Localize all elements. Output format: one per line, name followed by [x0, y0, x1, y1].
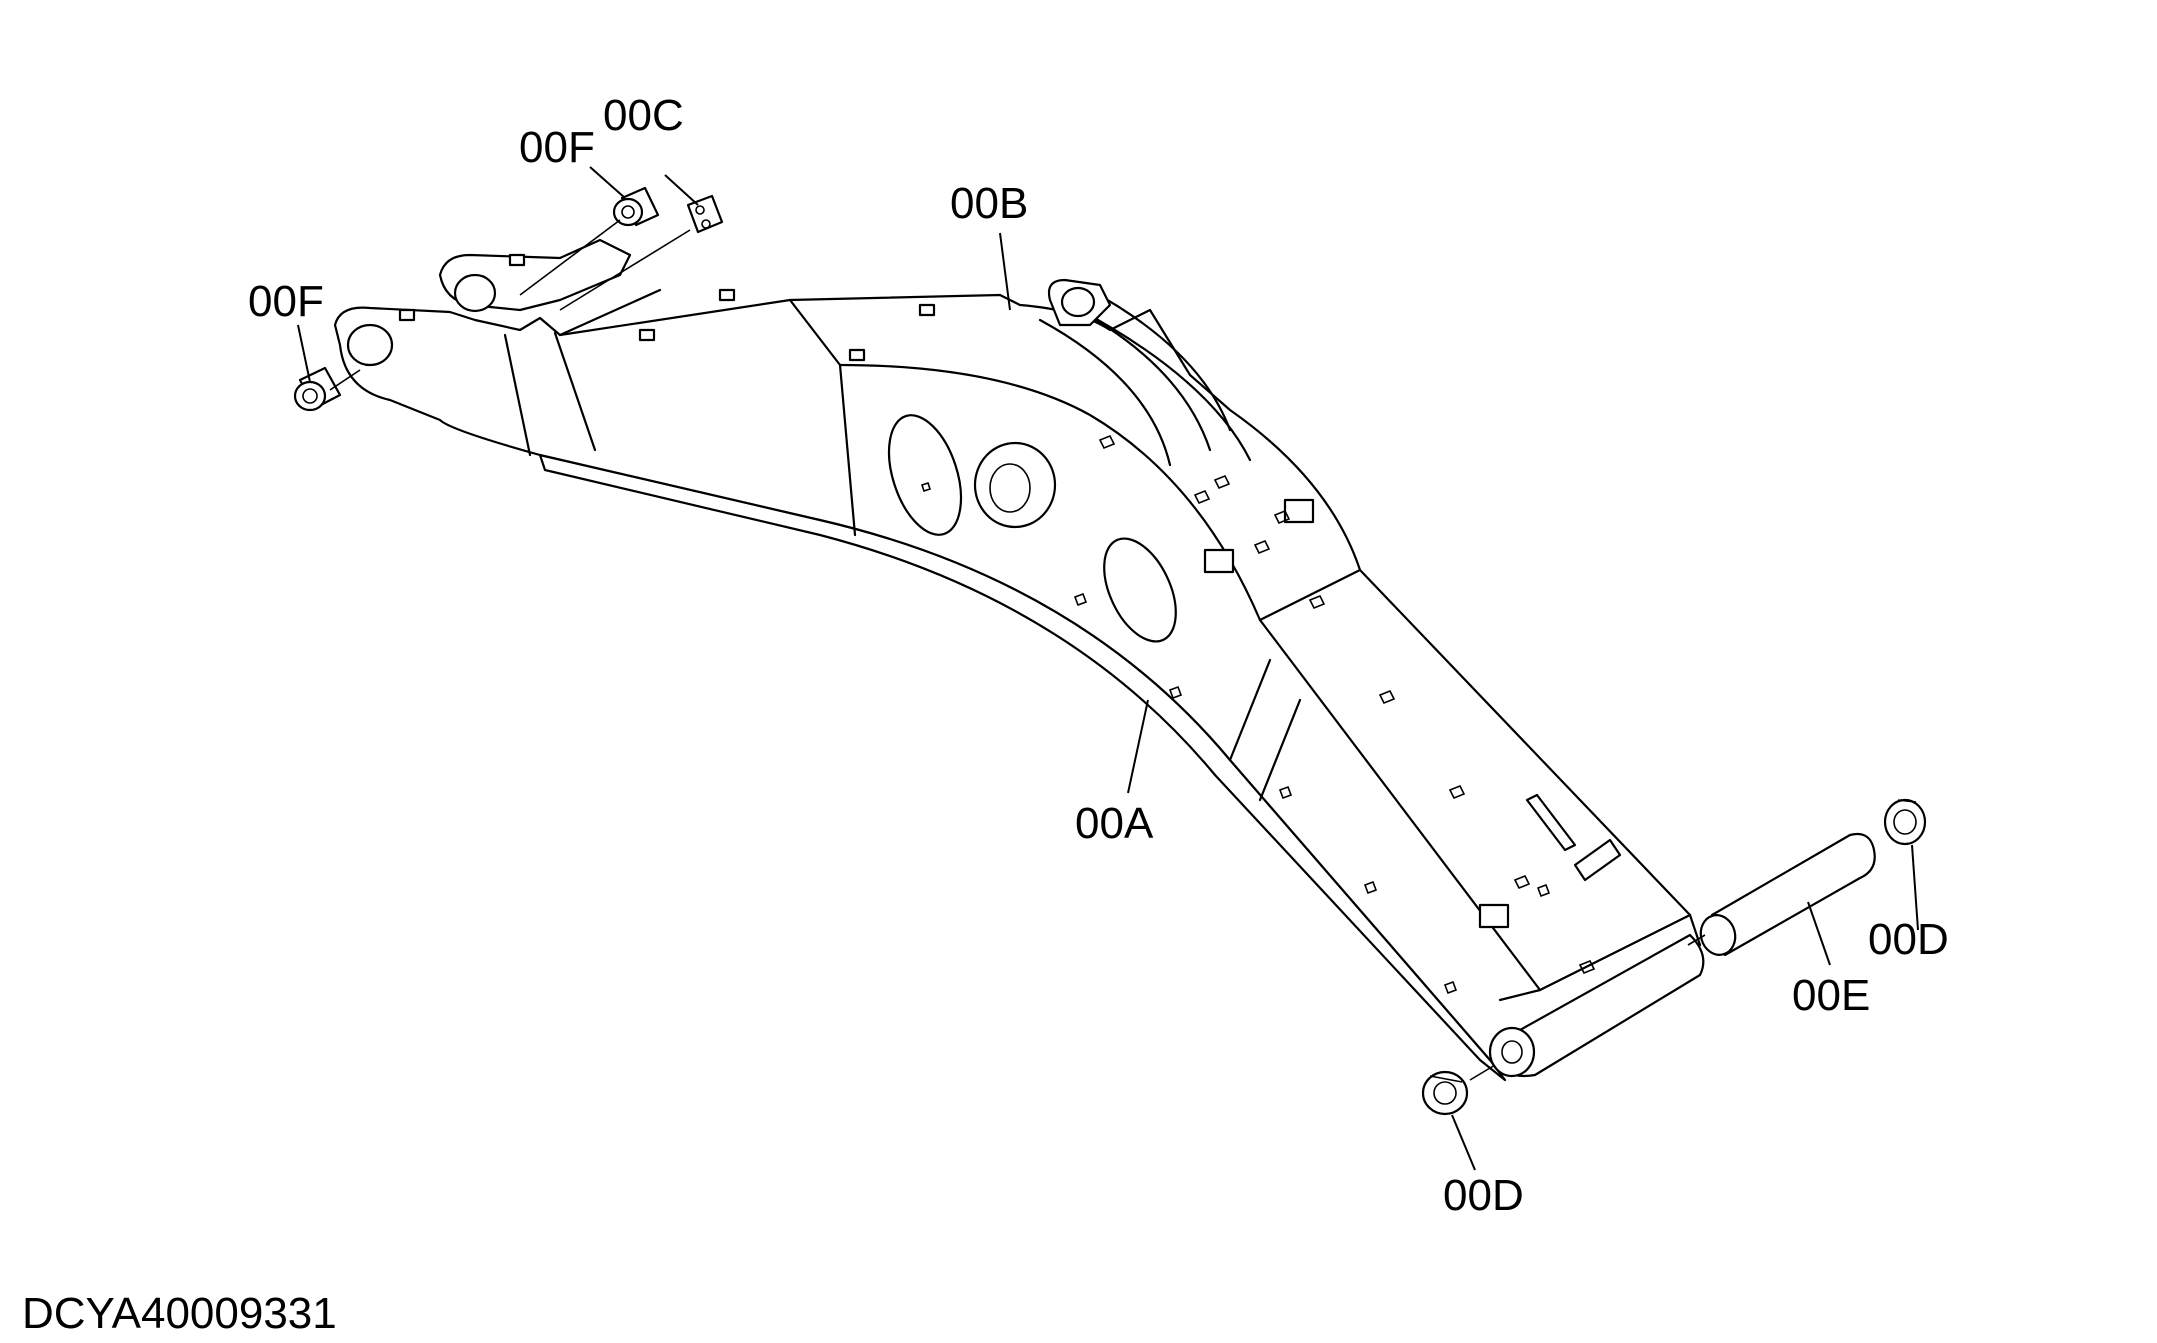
label-bushing-upper: 00F: [519, 123, 595, 172]
leader-lines: [297, 166, 1919, 1171]
pin-end-drawing: [1699, 832, 1876, 957]
label-pin-top: 00B: [950, 179, 1028, 228]
bushing-upper-drawing: [612, 186, 660, 227]
boom-drawing: [333, 238, 1705, 1082]
leader-00B: [999, 232, 1011, 311]
leader-00D-bottom: [1451, 1114, 1476, 1171]
label-seal-bottom: 00D: [1443, 1171, 1524, 1220]
leader-00E: [1807, 901, 1831, 966]
leader-00A: [1127, 699, 1149, 794]
leader-00F-upper: [589, 166, 626, 199]
assembly-center-lines: [329, 219, 1706, 1081]
drawing-id: DCYA40009331: [22, 1289, 337, 1338]
label-pin-end: 00E: [1792, 971, 1870, 1020]
seal-bottom-drawing: [1421, 1070, 1469, 1116]
plate-drawing: [686, 194, 724, 234]
label-plate: 00C: [603, 91, 684, 140]
leader-00C: [664, 174, 699, 206]
seal-right-drawing: [1883, 798, 1927, 846]
label-bushing-left: 00F: [248, 277, 324, 326]
label-seal-right: 00D: [1868, 915, 1949, 964]
bushing-left-drawing: [293, 366, 342, 412]
leader-00D-right: [1911, 844, 1919, 931]
label-boom: 00A: [1075, 799, 1154, 848]
leader-00F-left: [297, 324, 311, 383]
